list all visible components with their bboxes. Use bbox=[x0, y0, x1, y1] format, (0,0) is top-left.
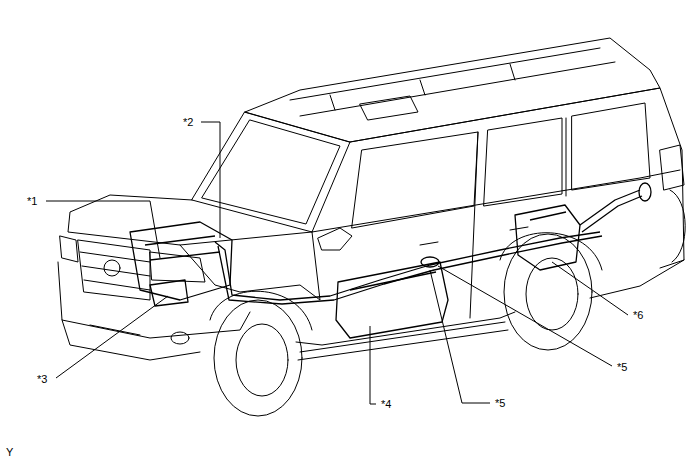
door-line bbox=[470, 118, 566, 318]
step-board bbox=[298, 322, 508, 360]
vehicle-body bbox=[58, 38, 685, 416]
side-window bbox=[352, 132, 478, 228]
fuel-system bbox=[130, 183, 651, 338]
filler-pipe bbox=[580, 190, 642, 232]
filler-cap bbox=[639, 183, 651, 201]
wheel-arch bbox=[210, 233, 602, 330]
front-bumper bbox=[58, 262, 250, 360]
leader-line bbox=[201, 122, 220, 238]
engine bbox=[130, 222, 232, 300]
windshield bbox=[192, 112, 350, 232]
canister bbox=[515, 205, 580, 270]
front-wheel-rim bbox=[236, 324, 288, 396]
leader-lines bbox=[46, 122, 628, 404]
side-outline bbox=[312, 88, 684, 268]
rear-wheel-rim bbox=[526, 258, 578, 330]
callout-number: *2 bbox=[182, 116, 194, 129]
callout-number: *6 bbox=[632, 309, 644, 322]
fog-lamp bbox=[171, 332, 189, 344]
callout-number: *1 bbox=[26, 195, 38, 208]
windshield-inner bbox=[202, 120, 340, 224]
callout-number: *3 bbox=[36, 373, 48, 386]
grille bbox=[78, 240, 150, 300]
leader-line bbox=[370, 326, 376, 404]
front-wheel bbox=[214, 300, 302, 416]
side-window bbox=[484, 118, 562, 206]
fuel-sender bbox=[421, 257, 439, 267]
callout-number: *5 bbox=[616, 361, 628, 374]
fuel-pump-unit bbox=[150, 280, 188, 306]
leader-line bbox=[438, 266, 612, 366]
spare-tire bbox=[670, 190, 685, 262]
side-window bbox=[572, 103, 650, 190]
callout-number: *5 bbox=[494, 397, 506, 410]
leader-line bbox=[56, 296, 168, 378]
roof-rail bbox=[290, 48, 615, 116]
emblem bbox=[104, 260, 120, 276]
fender bbox=[180, 232, 320, 300]
roof-outline bbox=[245, 38, 660, 142]
callout-number: *4 bbox=[380, 398, 392, 411]
hood bbox=[68, 195, 312, 245]
view-mark: Y bbox=[5, 446, 14, 459]
sunroof bbox=[360, 96, 418, 120]
leader-line bbox=[46, 201, 160, 258]
rear-lamp bbox=[660, 145, 684, 190]
leader-line bbox=[552, 262, 628, 315]
mirror bbox=[318, 228, 352, 250]
leader-line bbox=[430, 270, 490, 403]
